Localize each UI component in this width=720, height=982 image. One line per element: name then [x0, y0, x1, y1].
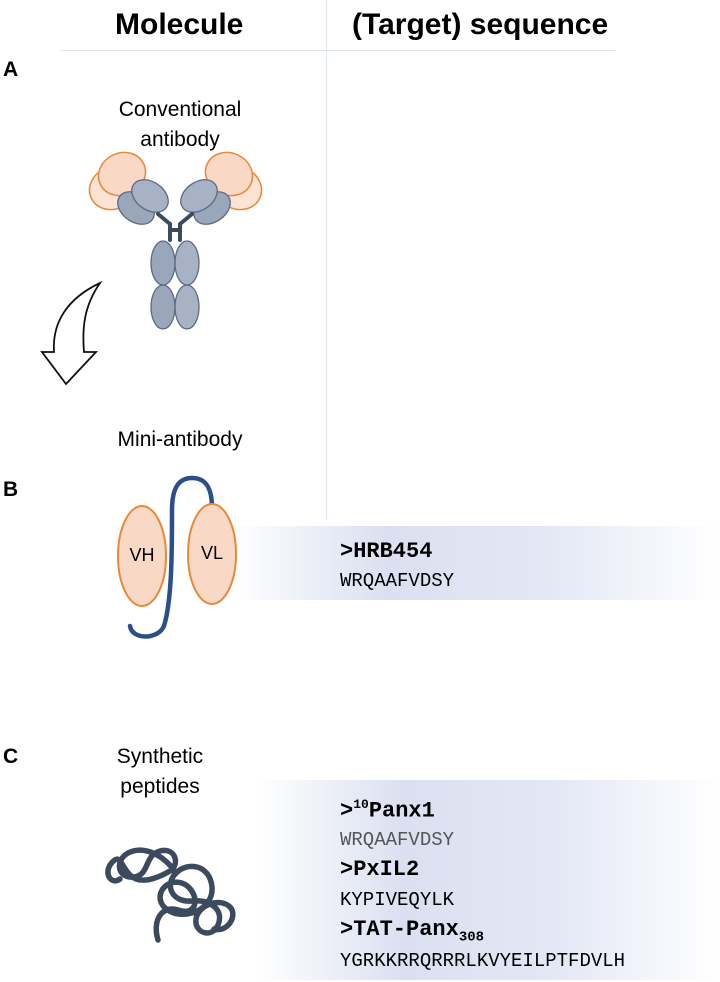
antibody-hinge	[156, 212, 194, 242]
column-header-molecule: Molecule	[115, 8, 244, 41]
peptide-chain	[105, 847, 236, 943]
sequence-prefix: >	[340, 798, 354, 824]
label-conventional-antibody: Conventional antibody	[70, 95, 290, 155]
linker-peptide	[127, 475, 215, 639]
label-synthetic-peptides: Synthetic peptides	[80, 742, 240, 802]
sequence-band-b	[230, 526, 720, 600]
sequence-subscript: 308	[458, 929, 485, 946]
synthetic-peptide-illustration	[105, 847, 236, 943]
vh-domain	[117, 505, 167, 607]
vh-label: VH	[129, 545, 155, 565]
sequence-band-c	[255, 780, 720, 980]
sequence-superscript: 10	[353, 797, 369, 812]
sequence-name-panx1: >10Panx1	[340, 797, 435, 823]
sequence-name-text: Panx1	[368, 798, 435, 824]
label-line-1: Conventional	[118, 98, 242, 121]
column-header-sequence: (Target) sequence	[352, 8, 609, 41]
section-label-a: A	[3, 58, 19, 81]
antibody-fc-region	[150, 240, 200, 330]
sequence-prefix: >TAT-Panx	[340, 917, 459, 942]
sequence-name-pxil2: >PxIL2	[340, 857, 420, 882]
sequence-name-tat-panx308: >TAT-Panx308	[340, 917, 484, 945]
label-line-2: antibody	[140, 128, 220, 151]
vl-label: VL	[200, 543, 224, 563]
section-label-c: C	[3, 745, 19, 768]
label-mini-antibody: Mini-antibody	[117, 428, 243, 451]
antibody-heavy-chain-left	[117, 179, 169, 225]
header-divider	[60, 50, 615, 51]
label-line-2: peptides	[120, 775, 200, 798]
conventional-antibody-illustration	[40, 151, 263, 386]
antibody-heavy-chain-right	[180, 179, 231, 225]
sequence-value-pxil2: KYPIVEQYLK	[340, 889, 455, 911]
mini-antibody-illustration	[117, 475, 237, 639]
curved-arrow-icon	[40, 280, 103, 386]
label-line-1: Synthetic	[116, 745, 204, 768]
section-label-b: B	[3, 478, 19, 501]
sequence-value-tat-panx308: YGRKKRRQRRRLKVYEILPTFDVLH	[340, 950, 626, 972]
sequence-name-hrb454: >HRB454	[340, 539, 433, 564]
column-divider	[326, 0, 327, 520]
sequence-value-hrb454: WRQAAFVDSY	[340, 570, 455, 592]
sequence-value-panx1: WRQAAFVDSY	[340, 829, 455, 851]
vl-domain	[187, 503, 237, 605]
